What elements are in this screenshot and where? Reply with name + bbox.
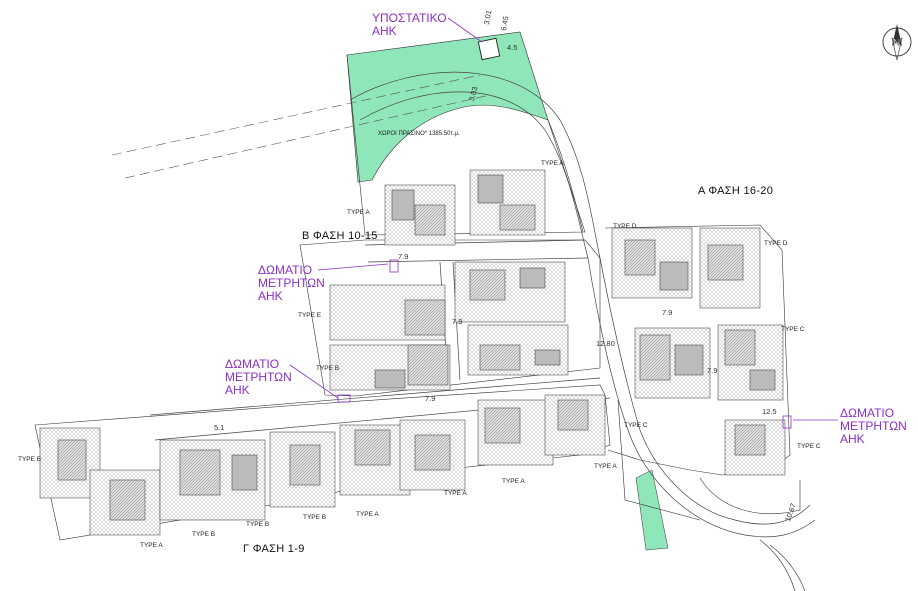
phase-b-label: Β ΦΑΣΗ 10-15 xyxy=(302,230,378,242)
type-label: TYPE D xyxy=(764,240,788,247)
phase-c-label: Γ ΦΑΣΗ 1-9 xyxy=(243,543,305,555)
type-label: TYPE B xyxy=(316,365,340,372)
type-label: TYPE A xyxy=(347,209,370,216)
type-label: TYPE A xyxy=(502,478,525,485)
dimension-label: 7.9 xyxy=(452,317,463,326)
type-label: TYPE A xyxy=(594,463,617,470)
dimension-label: 7.9 xyxy=(425,394,436,403)
houses-phase-b xyxy=(329,169,569,391)
type-label: TYPE C xyxy=(797,443,821,450)
dimension-label: 7.9 xyxy=(662,308,673,317)
green-space xyxy=(346,31,669,551)
type-label: TYPE B xyxy=(246,521,270,528)
houses-phase-a xyxy=(611,227,786,476)
houses-phase-c xyxy=(39,394,606,536)
dimension-label: 12.5 xyxy=(762,407,777,416)
type-label: TYPE C xyxy=(781,326,805,333)
dimension-label: 7.9 xyxy=(398,252,409,261)
type-label: TYPE B xyxy=(303,514,327,521)
dimension-label: 7.9 xyxy=(707,366,718,375)
type-label: TYPE A xyxy=(356,511,379,518)
type-label: TYPE B xyxy=(192,531,216,538)
type-label: TYPE A xyxy=(541,160,564,167)
meter-room-label-3: ΔΩΜΑΤΙΟ ΜΕΤΡΗΤΩΝ ΑΗΚ xyxy=(840,406,907,446)
type-label: TYPE C xyxy=(624,422,648,429)
substation-label: ΥΠΟΣΤΑΤΙΚΟ ΑΗΚ xyxy=(372,11,447,38)
meter-room-label-1: ΔΩΜΑΤΙΟ ΜΕΤΡΗΤΩΝ ΑΗΚ xyxy=(258,263,325,303)
meter-room-markers xyxy=(289,259,838,429)
road-centerlines xyxy=(111,74,491,179)
dimension-label: 5.1 xyxy=(214,423,225,432)
north-arrow-icon: N xyxy=(882,24,912,61)
substation-building xyxy=(447,17,501,61)
type-label: TYPE A xyxy=(140,542,163,549)
phase-a-label: Α ΦΑΣΗ 16-20 xyxy=(698,185,774,197)
svg-text:N: N xyxy=(893,38,900,49)
meter-room-label-2: ΔΩΜΑΤΙΟ ΜΕΤΡΗΤΩΝ ΑΗΚ xyxy=(225,357,292,397)
type-label: TYPE D xyxy=(613,223,637,230)
type-label: TYPE B xyxy=(18,456,42,463)
dimension-label: 12.80 xyxy=(596,339,615,348)
type-label: TYPE E xyxy=(298,312,322,319)
green-area-note: ΧΩΡΟΙ ΠΡΑΣΙΝΟ* 1385.50τ.μ. xyxy=(378,131,460,137)
dimension-label: 4.5 xyxy=(507,43,518,52)
type-label: TYPE A xyxy=(444,490,467,497)
